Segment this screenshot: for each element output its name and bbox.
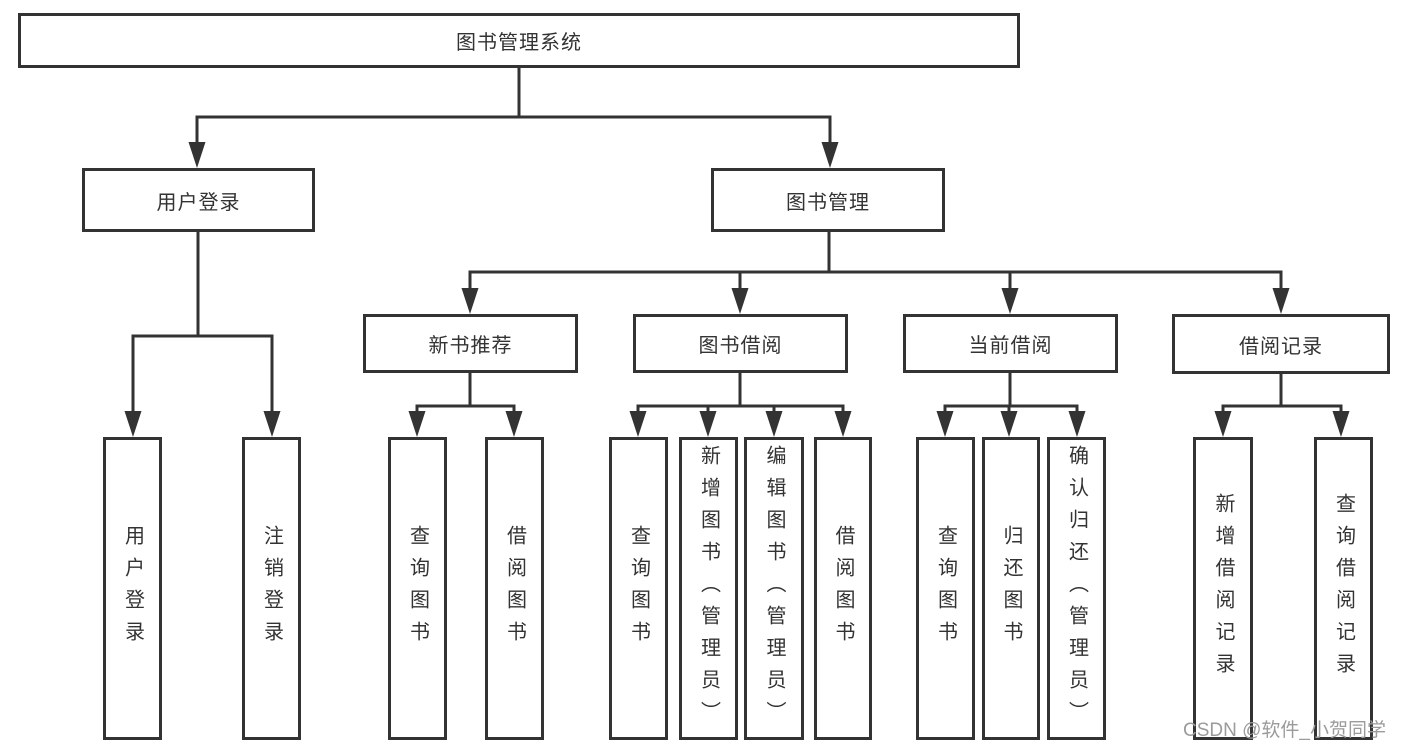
node-leaf-logout: 注销登录 <box>242 437 301 740</box>
node-leaf-query-book-recommend: 查询图书 <box>388 437 447 740</box>
node-label: 新增图书（管理员） <box>697 444 720 733</box>
node-leaf-add-book-admin: 新增图书（管理员） <box>679 437 738 740</box>
node-label: 图书借阅 <box>698 335 783 357</box>
node-label: 注销登录 <box>260 524 283 653</box>
connector-current-children <box>936 373 1086 437</box>
node-leaf-user-login: 用户登录 <box>103 437 162 740</box>
node-label: 用户登录 <box>156 191 241 214</box>
node-new-book-recommend: 新书推荐 <box>363 314 578 373</box>
node-leaf-borrow-book: 借阅图书 <box>814 437 872 740</box>
node-label: 当前借阅 <box>968 335 1053 357</box>
node-leaf-query-borrow-record: 查询借阅记录 <box>1314 437 1373 740</box>
node-label: 查询借阅记录 <box>1332 492 1355 685</box>
node-label: 借阅图书 <box>832 524 854 653</box>
node-label: 归还图书 <box>1000 524 1022 653</box>
connector-records-children <box>1214 374 1350 437</box>
node-leaf-query-book-borrow: 查询图书 <box>609 437 668 740</box>
node-label: 编辑图书（管理员） <box>763 444 785 733</box>
node-leaf-add-borrow-record: 新增借阅记录 <box>1193 437 1253 740</box>
node-borrow-records: 借阅记录 <box>1172 314 1390 374</box>
node-root-label: 图书管理系统 <box>456 32 582 54</box>
node-label: 借阅图书 <box>503 524 526 653</box>
node-leaf-confirm-return-admin: 确认归还（管理员） <box>1047 437 1106 740</box>
connector-book-mgmt-children <box>461 232 1290 314</box>
connector-root-to-level2 <box>188 68 839 168</box>
node-leaf-return-book: 归还图书 <box>982 437 1040 740</box>
node-label: 查询图书 <box>406 524 429 653</box>
node-label: 新增借阅记录 <box>1212 492 1234 685</box>
node-leaf-edit-book-admin: 编辑图书（管理员） <box>744 437 804 740</box>
node-label: 查询图书 <box>627 524 650 653</box>
node-label: 图书管理 <box>786 191 870 214</box>
node-book-borrow: 图书借阅 <box>633 314 848 373</box>
node-book-management: 图书管理 <box>711 168 945 232</box>
node-user-login: 用户登录 <box>82 168 315 232</box>
connector-user-login-children <box>124 232 281 437</box>
node-leaf-query-book-current: 查询图书 <box>916 437 975 740</box>
node-label: 确认归还（管理员） <box>1065 444 1088 733</box>
node-root-system: 图书管理系统 <box>18 13 1020 68</box>
node-label: 查询图书 <box>934 524 957 653</box>
node-leaf-borrow-book-recommend: 借阅图书 <box>485 437 544 740</box>
connector-borrow-children <box>629 373 852 437</box>
node-label: 新书推荐 <box>428 335 513 357</box>
node-label: 用户登录 <box>121 524 144 653</box>
node-current-borrow: 当前借阅 <box>903 314 1118 373</box>
node-label: 借阅记录 <box>1239 335 1323 358</box>
connector-recommend-children <box>408 373 523 437</box>
csdn-watermark: CSDN @软件_小贺同学 <box>1183 720 1386 741</box>
